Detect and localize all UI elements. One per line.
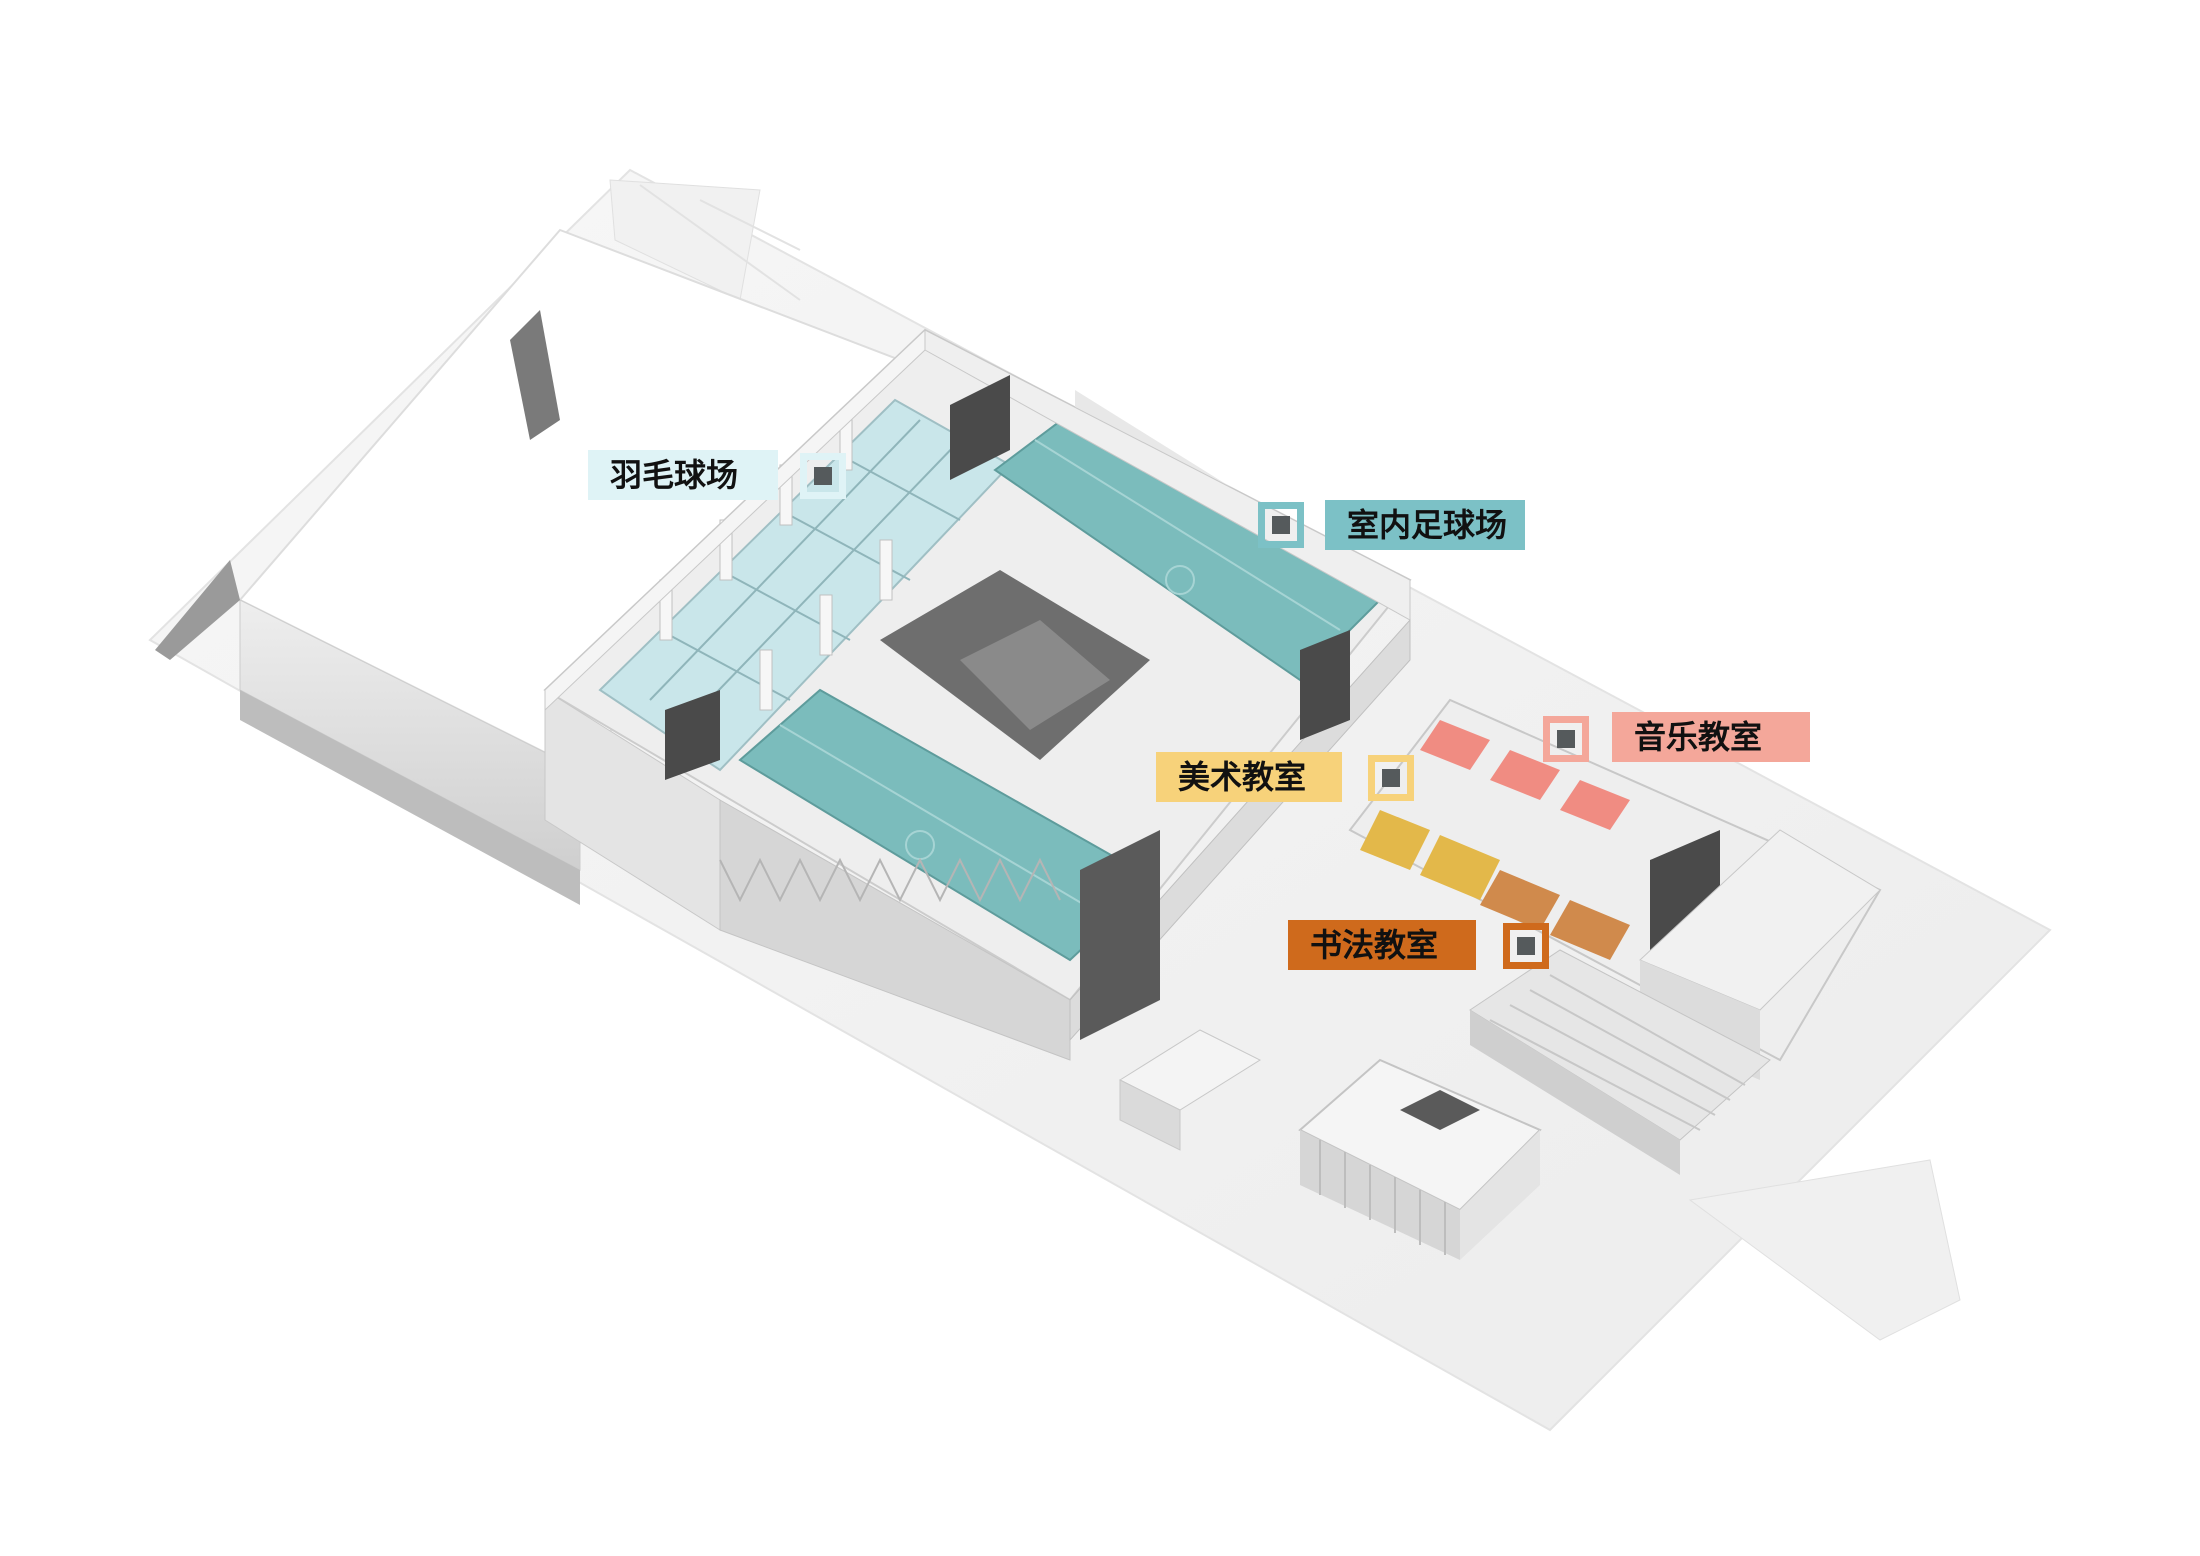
label-futsal: 室内足球场	[1325, 500, 1525, 550]
marker-futsal	[1258, 502, 1304, 548]
marker-calligraphy	[1503, 923, 1549, 969]
marker-music	[1543, 716, 1589, 762]
classroom-block	[1348, 698, 1882, 1175]
marker-art	[1368, 755, 1414, 801]
front-pavilions	[1118, 1029, 1542, 1260]
label-badminton: 羽毛球场	[588, 450, 778, 500]
label-music: 音乐教室	[1612, 712, 1810, 762]
podium-block	[155, 228, 902, 905]
marker-badminton	[800, 453, 846, 499]
label-calligraphy: 书法教室	[1288, 920, 1476, 970]
label-art: 美术教室	[1156, 752, 1342, 802]
